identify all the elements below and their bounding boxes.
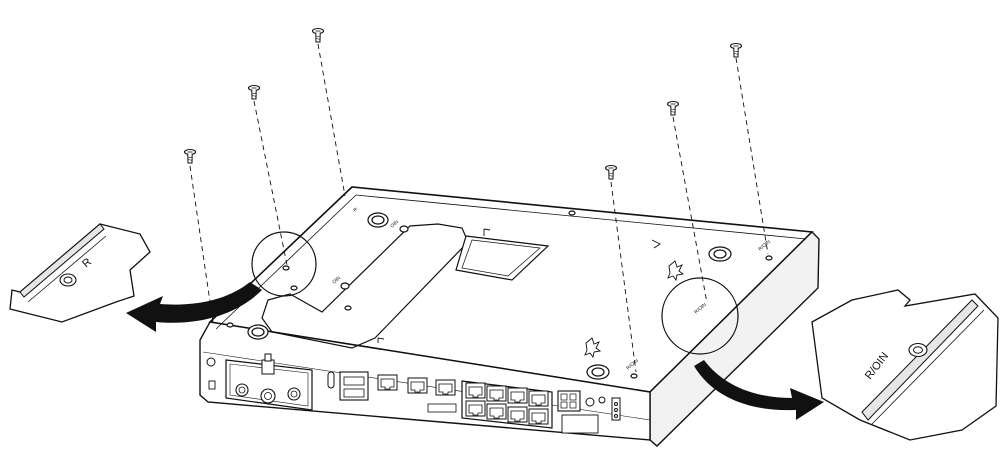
front-ports (206, 353, 621, 434)
top-recess (261, 223, 469, 349)
callout-right: R/OIN (811, 289, 999, 441)
top-holes (226, 210, 773, 380)
svg-text:OIN: OIN (331, 275, 342, 286)
screw-icon (604, 164, 618, 180)
svg-text:OIN: OIN (389, 219, 400, 230)
screws (183, 27, 743, 180)
svg-text:R: R (352, 206, 359, 213)
magnifier-circle-right (661, 277, 739, 355)
screw-icon (729, 42, 743, 58)
arrow-right-icon (694, 360, 824, 420)
callout-left: R (9, 223, 151, 323)
magnifier-circle-left (251, 231, 317, 297)
device-body: R OIN OIN R/OIN R/OIN R/OIN (199, 186, 820, 447)
arrow-left-icon (126, 282, 262, 332)
screw-icon (183, 148, 197, 164)
screw-icon (311, 27, 325, 43)
screw-icon (247, 84, 261, 100)
screw-guides (189, 43, 769, 373)
screw-icon (666, 100, 680, 116)
